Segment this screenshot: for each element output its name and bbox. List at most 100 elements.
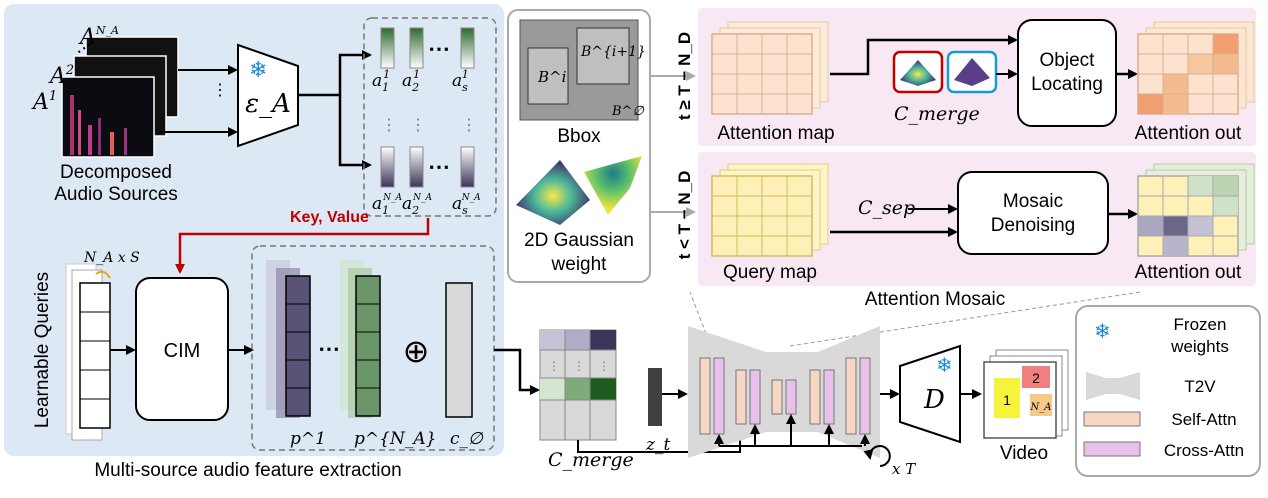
unet-self-attn-4 (809, 369, 821, 425)
zt-block (648, 368, 662, 426)
mosaic-cmerge-label: C_merge (894, 103, 980, 125)
unet-self-attn-1 (699, 357, 711, 435)
cmerge-feed-line (577, 432, 741, 453)
video-number-2: 2 (1032, 370, 1040, 386)
video-number-na: N_A (1030, 402, 1052, 413)
gaussian-plots (516, 156, 642, 225)
condition-bottom: t < T − N_D (675, 171, 694, 260)
video-number-1: 1 (1003, 392, 1011, 408)
arrow-enc-top (298, 50, 372, 97)
vertical-ellipsis: ⋮ (212, 82, 228, 99)
attention-out-top-grid (1137, 21, 1255, 115)
audio-encoder (237, 43, 299, 148)
attention-out-bottom-label: Attention out (1135, 262, 1242, 283)
source-label-2: A2 (48, 63, 74, 89)
legend-snowflake-icon: ❄ (1094, 321, 1111, 343)
gaussian-caption-line1: 2D Gaussian (524, 230, 634, 251)
audio-feature-box (363, 17, 497, 217)
token-null (445, 282, 473, 418)
legend-t2v-icon (1086, 372, 1140, 400)
gauss-icon-blue-shape (954, 58, 990, 86)
unet-self-attn-5 (845, 357, 857, 435)
zoom-line-right (789, 291, 1141, 347)
cim-label: CIM (164, 340, 201, 362)
token-ellipsis: ⋯ (318, 336, 340, 361)
svg-text:⋮: ⋮ (598, 359, 610, 373)
encoder-label: ε_A (245, 89, 291, 119)
object-locating-line1: Object (1040, 50, 1096, 71)
feature-bar-bottom-2 (409, 146, 424, 188)
unet-cross-attn-5 (859, 357, 871, 435)
legend-cross-attn-swatch (1083, 441, 1141, 457)
feature-vdots-1: ⋮ (381, 117, 397, 134)
attention-map-grid (711, 21, 829, 115)
attention-out-top-label: Attention out (1135, 123, 1242, 144)
queries-dim-label: N_A x S (83, 250, 140, 266)
legend-box (1075, 305, 1261, 477)
key-value-label: Key, Value (290, 209, 369, 226)
token-label-p1: p^1 (290, 429, 326, 449)
oplus-symbol: ⊕ (403, 333, 430, 369)
unet-self-attn-3 (771, 379, 783, 415)
gauss-icon-red-shape (900, 60, 936, 86)
queries-label: Learnable Queries (32, 272, 53, 428)
loop-label: x T (892, 460, 916, 478)
svg-text:⋮: ⋮ (573, 359, 585, 373)
bbox-label-i1: B^{i+1} (580, 44, 646, 60)
object-locating-line2: Locating (1031, 74, 1103, 95)
query-map-grid (711, 163, 829, 257)
condition-top: t ≥ T − N_D (675, 32, 694, 120)
object-locating-block (1017, 19, 1117, 127)
token-stack-purple (266, 260, 311, 418)
source-label-na: AN_A (78, 24, 119, 50)
source-caption-line1: Decomposed (60, 162, 172, 183)
arrow-tokens-cmerge (494, 348, 540, 395)
video-frames (983, 349, 1069, 439)
feature-vdots-s: ⋮ (461, 117, 477, 134)
legend-t2v: T2V (1184, 377, 1216, 396)
c-sep-label: C_sep (858, 197, 915, 219)
legend-cross-attn: Cross-Attn (1164, 441, 1244, 460)
mosaic-denoising-block (957, 171, 1109, 255)
queries-dim-arc (95, 270, 111, 279)
token-label-pna: p^{N_A} (354, 429, 436, 449)
feature-label-top-s: as1 (452, 68, 469, 94)
feature-bar-top-1 (380, 27, 395, 69)
unet-cross-attn-3 (785, 379, 797, 415)
video-caption: Video (1000, 443, 1048, 464)
svg-text:⋮: ⋮ (548, 359, 560, 373)
source-caption-line2: Audio Sources (54, 184, 178, 205)
pipeline-cmerge-label: C_merge (548, 449, 634, 471)
feature-bar-bottom-s (460, 146, 475, 188)
bbox-label-i: B^i (537, 68, 567, 86)
mosaic-denoising-line1: Mosaic (1003, 191, 1063, 212)
decoder-snowflake-icon: ❄ (936, 355, 953, 377)
decoder (899, 344, 961, 444)
attention-out-bottom-grid (1137, 163, 1255, 257)
bbox-label-null: B^∅ (611, 104, 644, 119)
feature-bar-bottom-1 (380, 146, 395, 188)
key-value-arrow (175, 218, 430, 274)
snowflake-icon: ❄ (249, 57, 267, 82)
token-stack-green (340, 260, 381, 418)
bbox-i1 (576, 27, 630, 85)
unet-self-attn-2 (735, 369, 747, 425)
c-merge-grid: ⋮ ⋮ ⋮ (539, 329, 617, 441)
token-label-cnull: c_∅ (450, 429, 484, 449)
gaussian-caption-line2: weight (551, 254, 608, 275)
feature-vdots-2: ⋮ (410, 117, 426, 134)
legend-self-attn: Self-Attn (1171, 410, 1236, 429)
query-map-label: Query map (723, 262, 817, 283)
bbox-i (527, 47, 569, 105)
arrow-enc-bottom (338, 95, 372, 170)
legend-self-attn-swatch (1083, 411, 1141, 427)
learnable-queries (65, 263, 111, 441)
feature-label-top-1: a11 (372, 68, 390, 94)
legend-frozen-line2: weights (1170, 337, 1229, 356)
loop-arrow (863, 445, 891, 467)
feature-ellipsis-top: ⋯ (428, 36, 450, 61)
unet-cross-attn-2 (749, 369, 761, 425)
legend-frozen-line1: Frozen (1174, 315, 1227, 334)
zt-label: z_t (645, 435, 670, 455)
feature-bar-top-s (460, 27, 475, 69)
